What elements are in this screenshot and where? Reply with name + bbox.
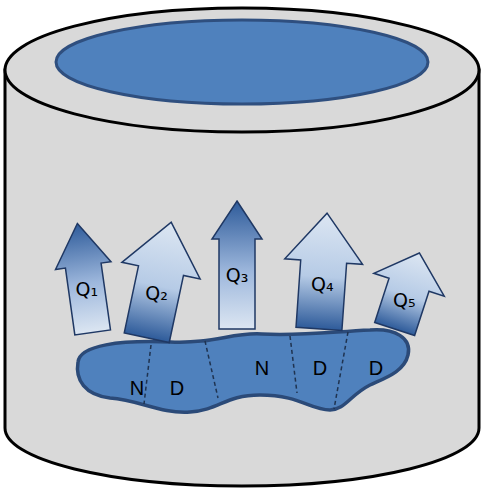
data-segment: D <box>307 355 333 381</box>
data-blob <box>77 330 408 412</box>
segment-label: D <box>313 358 327 378</box>
liquid-surface <box>56 20 428 104</box>
cylinder-top <box>5 8 479 132</box>
flow-label: Q₂ <box>145 284 168 303</box>
segment-label: D <box>369 358 383 378</box>
text-holder: D <box>164 375 190 401</box>
arrow-shape <box>279 209 367 332</box>
divider <box>205 341 218 398</box>
text-holder: Q₁ <box>52 242 122 337</box>
divider <box>144 345 151 404</box>
data-segment: D <box>363 355 389 381</box>
data-segment: D <box>164 375 190 401</box>
arrow-outline <box>359 242 454 341</box>
divider <box>290 336 297 393</box>
flow-arrow: Q₃ <box>211 200 263 330</box>
segment-label: N <box>255 358 269 378</box>
flow-label: Q₁ <box>75 280 98 299</box>
arrow-outline <box>280 210 366 331</box>
flow-label: Q₅ <box>393 290 416 309</box>
text-holder: N <box>124 375 150 401</box>
text-holder: N <box>249 355 275 381</box>
segment-label: D <box>170 378 184 398</box>
arrow-outline <box>212 201 262 329</box>
segment-dividers <box>144 332 348 409</box>
divider <box>334 332 348 409</box>
flow-label: Q₃ <box>226 266 249 285</box>
flow-arrow: Q₄ <box>279 209 367 332</box>
segment-label: N <box>130 378 144 398</box>
text-holder: D <box>363 355 389 381</box>
arrow-outline <box>108 214 211 346</box>
flow-label: Q₄ <box>311 275 334 294</box>
data-segment: N <box>249 355 275 381</box>
data-segment: N <box>124 375 150 401</box>
text-holder: Q₄ <box>279 237 365 333</box>
text-holder: D <box>307 355 333 381</box>
arrow-shape <box>211 200 263 330</box>
arrow-outline <box>50 220 121 337</box>
text-holder: Q₃ <box>211 221 263 330</box>
